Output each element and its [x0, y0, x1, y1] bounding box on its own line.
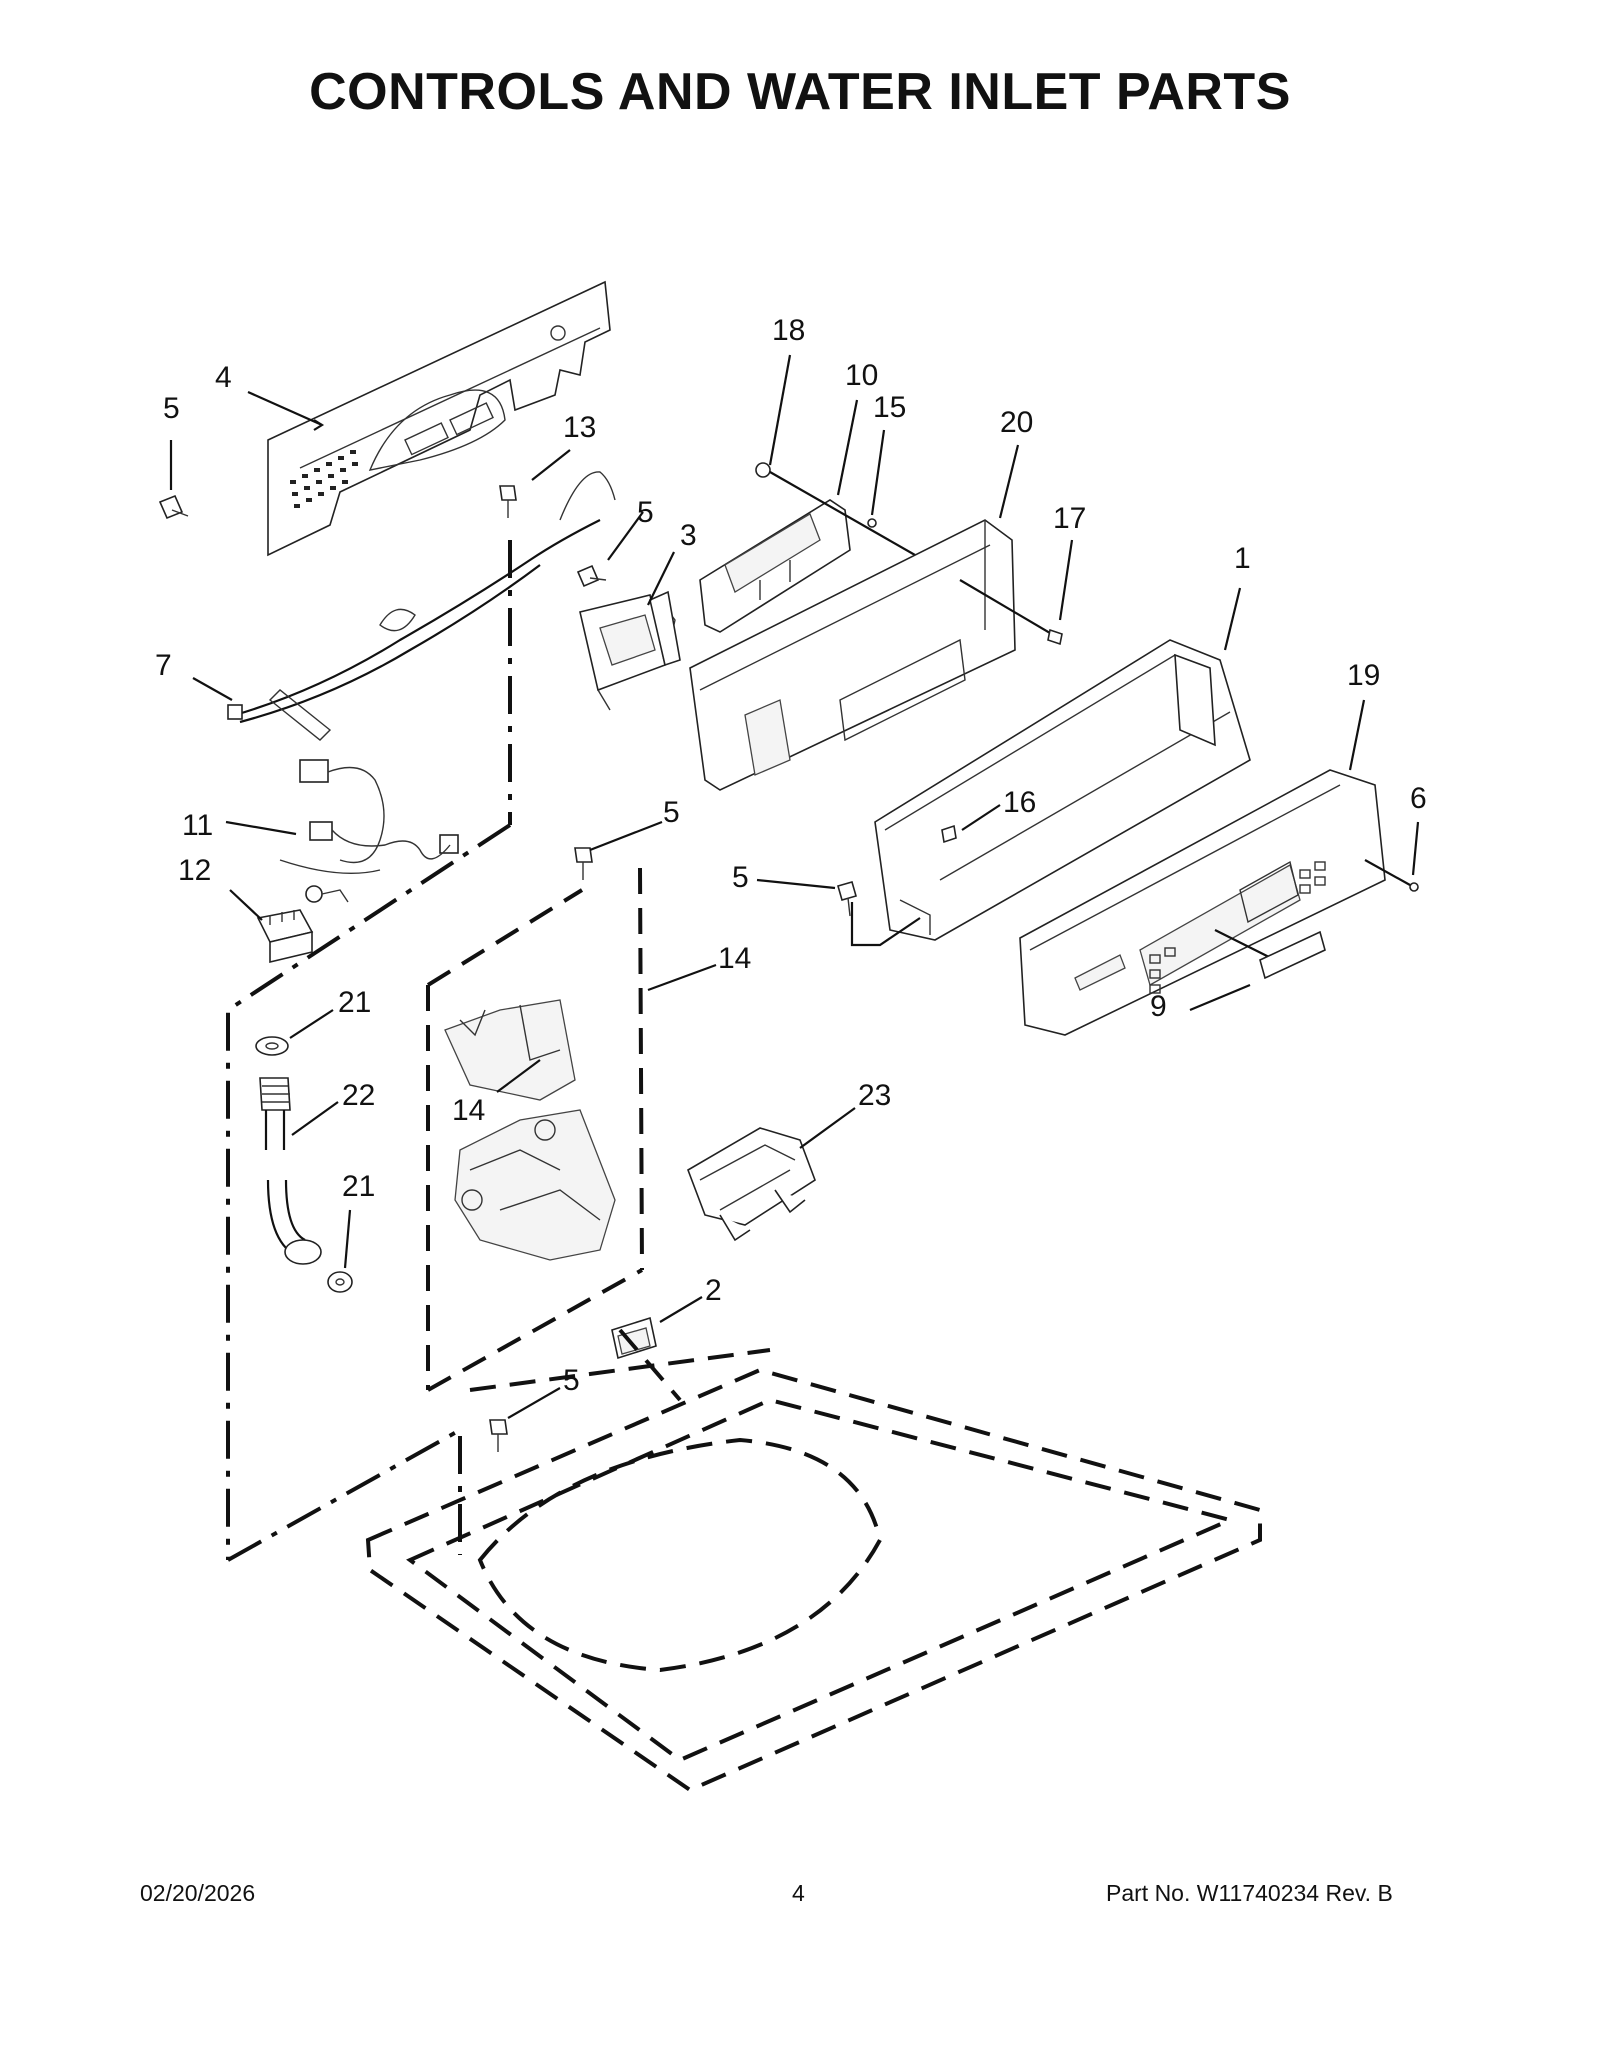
lens-19 — [755, 462, 771, 478]
callout-18: 19 — [1347, 659, 1380, 692]
rear-console-panel — [267, 280, 611, 557]
screw-5-c — [574, 847, 593, 880]
callout-23: 23 — [858, 1079, 891, 1112]
callout-21-bottom: 21 — [342, 1170, 375, 1203]
callout-19: 18 — [772, 314, 805, 347]
washer-21-b — [327, 1271, 353, 1293]
screw-5-e — [489, 1419, 508, 1452]
callout-7: 7 — [155, 649, 172, 682]
control-board-3 — [579, 590, 681, 711]
console-panel-18 — [1019, 769, 1386, 1036]
callout-16: 16 — [1003, 786, 1036, 819]
wire-harness-11 — [279, 759, 459, 903]
top-cover-outline — [365, 1328, 1262, 1793]
clip-16 — [941, 824, 957, 844]
callout-14: 14 — [452, 1094, 485, 1127]
footer-page-number: 4 — [792, 1880, 805, 1906]
footer-part-number: Part No. W11740234 Rev. B — [1106, 1880, 1393, 1906]
leader-lines — [169, 354, 1420, 1419]
routing-lines — [226, 540, 921, 1562]
user-interface-board-10 — [699, 499, 851, 633]
callout-2: 2 — [705, 1274, 722, 1307]
console-1 — [874, 639, 1251, 941]
callout-11: 11 — [182, 809, 213, 842]
washer-21-a — [255, 1036, 289, 1056]
relay-12 — [256, 909, 314, 964]
callout-12: 12 — [178, 854, 211, 887]
callout-21-top: 21 — [338, 986, 371, 1019]
screw-5-a — [158, 494, 189, 520]
page-title: CONTROLS AND WATER INLET PARTS — [309, 63, 1291, 121]
callout-20: 20 — [1000, 406, 1033, 439]
callout-5-bottom: 5 — [563, 1364, 580, 1397]
callout-17: 17 — [1053, 502, 1086, 535]
bracket-23 — [687, 1127, 816, 1242]
inlet-hose-22 — [259, 1077, 322, 1265]
lid-switch-2 — [611, 1316, 657, 1360]
callout-15: 15 — [873, 391, 906, 424]
water-valve-14 — [444, 999, 616, 1261]
screw-5-d — [837, 881, 857, 917]
graphic-overlay-9 — [1214, 929, 1326, 980]
console-bracket-20 — [689, 519, 1016, 791]
light-pipe-15 — [769, 471, 916, 556]
callout-5-console: 5 — [732, 861, 749, 894]
callout-1: 1 — [1234, 542, 1251, 575]
callout-6: 6 — [1410, 782, 1427, 815]
footer-date: 02/20/2026 — [140, 1880, 256, 1906]
screw-5-b — [576, 564, 607, 588]
screw-8 — [499, 485, 517, 518]
callout-10: 10 — [845, 359, 878, 392]
wire-harness-7 — [227, 471, 616, 741]
screw-17 — [959, 579, 1063, 646]
water-valve-group-13 — [426, 867, 644, 1392]
callout-labels: 4 5 13 5 3 18 10 15 20 17 1 19 6 7 11 12… — [155, 314, 1427, 1397]
callout-3: 3 — [680, 519, 697, 552]
callout-5-mid: 5 — [663, 796, 680, 829]
callout-5-top-left: 5 — [163, 392, 180, 425]
screw-6 — [1364, 859, 1419, 892]
callout-9: 9 — [1150, 990, 1167, 1023]
callout-22: 22 — [342, 1079, 375, 1112]
callout-8: 13 — [563, 411, 596, 444]
callout-13: 14 — [718, 942, 751, 975]
callout-4: 4 — [215, 361, 232, 394]
callout-5-center: 5 — [637, 496, 654, 529]
